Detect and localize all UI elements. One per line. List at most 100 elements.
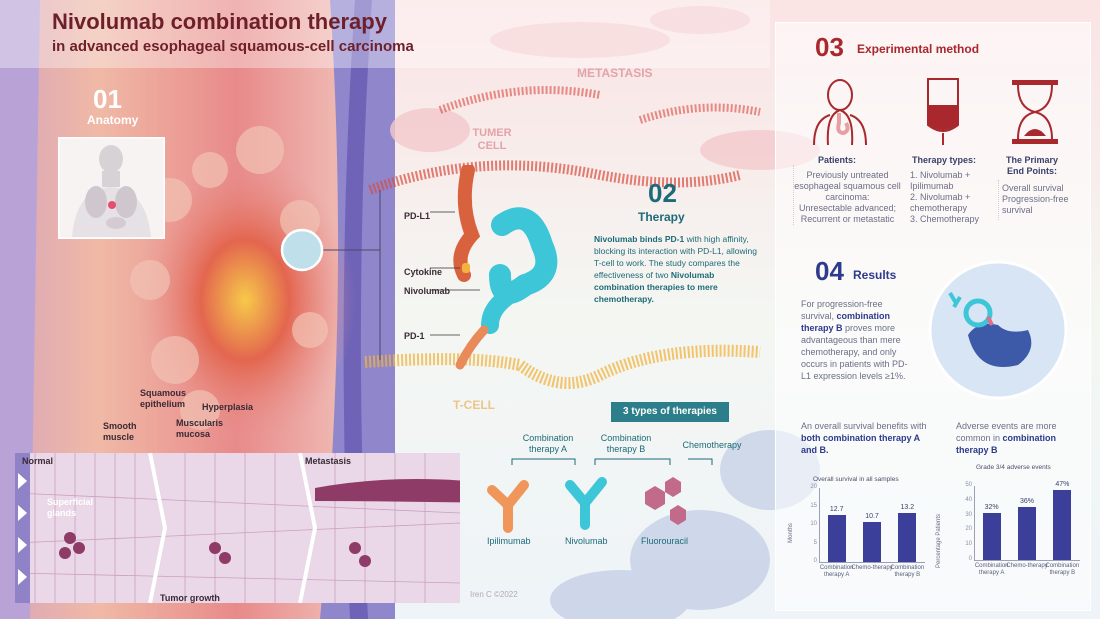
therapy-heading: Therapy bbox=[638, 210, 685, 224]
chart-data-label: 36% bbox=[1019, 497, 1034, 505]
results-heading: Results bbox=[853, 268, 897, 282]
label-smooth-muscle: Smooth muscle bbox=[103, 421, 137, 442]
therapy-types-list: 1. Nivolumab + Ipilimumab 2. Nivolumab +… bbox=[910, 170, 994, 225]
therapy-types-title: Therapy types: bbox=[912, 155, 977, 165]
label-tumer-cell: TUMER CELL bbox=[472, 127, 512, 152]
group-combination-b: Combination therapy B bbox=[600, 433, 652, 454]
chart-tick-label: 30 bbox=[965, 511, 972, 518]
signature: Iren C ©2022 bbox=[470, 590, 518, 599]
lungs-diagram-icon bbox=[58, 137, 165, 239]
chart-category-label: Combination therapy B bbox=[1045, 563, 1080, 576]
antibody-binding-scene bbox=[430, 165, 558, 370]
patients-list: Previously untreated esophageal squamous… bbox=[790, 170, 905, 225]
pfs-text-c: proves more advantageous than mere chemo… bbox=[801, 323, 908, 381]
types-banner: 3 types of therapies bbox=[611, 402, 729, 422]
chart-tick-label: 0 bbox=[968, 556, 972, 562]
chart-category-label: Chemo-therapy bbox=[1006, 563, 1048, 569]
chart-ylabel: Percentage Patients bbox=[936, 513, 943, 569]
pfs-text-bold: combination therapy B bbox=[801, 311, 891, 333]
chart-data-label: 10.7 bbox=[865, 513, 879, 521]
pfs-text: For progression-free survival, combinati… bbox=[801, 298, 913, 382]
therapy-type-item: 3. Chemotherapy bbox=[910, 214, 980, 224]
patients-item: Unresectable advanced; bbox=[798, 203, 897, 213]
section-number-04: 04 bbox=[815, 256, 844, 286]
therapy-description: Nivolumab binds PD-1 with high affinity,… bbox=[594, 233, 762, 305]
endpoint-item: Overall survival bbox=[1002, 183, 1064, 193]
chart-category-label: Combination therapy A bbox=[974, 563, 1009, 576]
chart-adverse-events: Grade 3/4 adverse events Percentage Pati… bbox=[936, 460, 1088, 598]
label-cytokine: Cytokine bbox=[404, 267, 443, 277]
label-hyperplasia: Hyperplasia bbox=[202, 402, 254, 412]
os-text-a: An overall survival benefits with bbox=[801, 421, 927, 431]
endpoints-title: The Primary End Points: bbox=[1005, 155, 1059, 176]
chart-category-label: Combination therapy A bbox=[819, 565, 854, 578]
os-text-bold: both combination therapy A and B. bbox=[801, 433, 920, 455]
chart-data-label: 12.7 bbox=[829, 506, 844, 513]
chart-bar bbox=[982, 512, 1001, 560]
section-number-03: 03 bbox=[815, 32, 844, 62]
chart-bar bbox=[863, 522, 881, 562]
hourglass-icon bbox=[1012, 80, 1058, 144]
chart-bar bbox=[1053, 490, 1072, 560]
ae-text-bold: combination therapy B bbox=[956, 433, 1057, 455]
chart-tick-label: 5 bbox=[813, 539, 817, 546]
chart-category-label: Combination therapy B bbox=[890, 565, 925, 578]
header-banner bbox=[0, 0, 770, 68]
chart-data-label: 13.2 bbox=[900, 504, 915, 512]
chart-tick-label: 20 bbox=[810, 484, 817, 490]
label-metastasis-panel: Metastasis bbox=[305, 456, 352, 466]
column-separator bbox=[793, 165, 794, 225]
drug-nivolumab: Nivolumab bbox=[565, 536, 608, 546]
therapy-type-item: 1. Nivolumab + Ipilimumab bbox=[910, 170, 971, 191]
pfs-text-a: For progression-free survival, bbox=[801, 299, 883, 321]
drug-fluorouracil: Fluorouracil bbox=[641, 536, 689, 546]
results-cell-illustration bbox=[928, 260, 1068, 400]
iv-bag-icon bbox=[927, 78, 959, 145]
chart-data-label: 32% bbox=[984, 503, 999, 511]
stomach-body-icon bbox=[813, 79, 867, 146]
group-brackets bbox=[511, 458, 713, 465]
therapy-type-item: 2. Nivolumab + chemotherapy bbox=[910, 192, 971, 213]
label-pd-l1: PD-L1 bbox=[404, 211, 431, 221]
ae-text: Adverse events are more common in combin… bbox=[956, 420, 1076, 456]
chart-y-axis bbox=[974, 486, 975, 560]
ae-text-a: Adverse events are more common in bbox=[956, 421, 1057, 443]
label-metastasis: METASTASIS bbox=[577, 66, 653, 80]
label-pd-1: PD-1 bbox=[404, 331, 425, 341]
page-subtitle: in advanced esophageal squamous-cell car… bbox=[52, 38, 414, 55]
page-title: Nivolumab combination therapy bbox=[52, 9, 387, 34]
method-heading: Experimental method bbox=[857, 42, 980, 56]
chart-ylabel: Months bbox=[787, 523, 794, 543]
therapy-text-bold-a: Nivolumab binds PD-1 bbox=[594, 234, 685, 244]
label-squamous-epithelium: Squamous epithelium bbox=[140, 388, 187, 409]
chart-tick-label: 20 bbox=[965, 526, 972, 533]
therapy-text-bold-c: Nivolumab combination therapies to mere … bbox=[594, 270, 718, 304]
drug-ipilimumab: Ipilimumab bbox=[487, 536, 531, 546]
group-combination-a: Combination therapy A bbox=[522, 433, 574, 454]
chart-tick-label: 10 bbox=[810, 521, 817, 527]
chart-title: Overall survival in all samples bbox=[813, 476, 899, 483]
section-number-02: 02 bbox=[648, 178, 677, 208]
chart-category-label: Chemo-therapy bbox=[851, 565, 893, 571]
label-muscularis-mucosa: Muscularis mucosa bbox=[176, 418, 224, 439]
patients-item: Recurrent or metastatic bbox=[800, 214, 895, 224]
label-tumor-growth: Tumor growth bbox=[160, 593, 220, 603]
chart-x-axis bbox=[819, 562, 925, 563]
chart-bar bbox=[1018, 506, 1036, 560]
section-number-01: 01 bbox=[93, 84, 122, 114]
label-normal: Normal bbox=[22, 456, 54, 466]
chart-tick-label: 10 bbox=[965, 541, 972, 548]
column-separator bbox=[998, 180, 999, 220]
patients-title: Patients: bbox=[818, 155, 857, 165]
group-chemotherapy: Chemotherapy bbox=[682, 440, 742, 450]
chart-x-axis bbox=[974, 560, 1080, 561]
magnifier-circle-icon bbox=[280, 228, 324, 272]
endpoint-item: Progression-free survival bbox=[1002, 194, 1069, 215]
os-text: An overall survival benefits with both c… bbox=[801, 420, 931, 456]
chart-bar bbox=[827, 515, 846, 562]
label-superficial-glands: Superficial glands bbox=[47, 497, 94, 518]
chart-y-axis bbox=[819, 488, 820, 562]
patients-item: Previously untreated esophageal squamous… bbox=[794, 170, 901, 202]
antibody-icon bbox=[487, 477, 686, 533]
